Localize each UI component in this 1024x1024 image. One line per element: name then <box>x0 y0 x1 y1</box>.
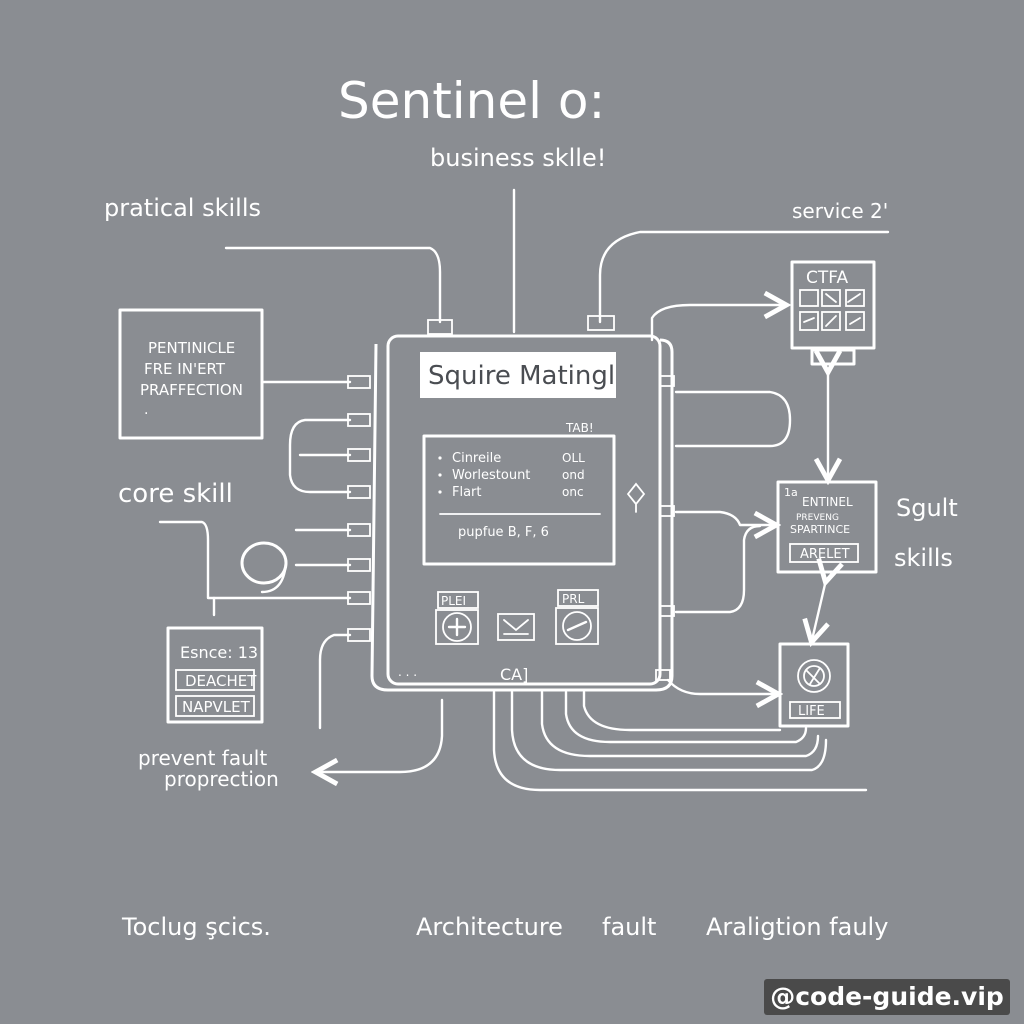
minus-icon <box>566 620 588 632</box>
footer-left: Toclug şcics. <box>121 913 271 941</box>
napvlet-label: NAPVLET <box>182 698 251 716</box>
top-left-connector <box>427 319 453 335</box>
screen-tag: TAB! <box>565 421 594 435</box>
label-skills: skills <box>894 544 953 572</box>
diagram-subtitle: business sklle! <box>430 144 606 172</box>
diagram-title: Sentinel o: <box>338 72 605 130</box>
footer-fault: fault <box>602 913 656 941</box>
sentinel-panel: 1a ENTINEL PREVENG SPARTINCE ARELET <box>776 480 878 574</box>
svg-text:.: . <box>144 402 148 418</box>
deachet-label: DEACHET <box>185 672 257 690</box>
sentinel-line3: SPARTINCE <box>790 523 850 536</box>
sentinel-line2: PREVENG <box>796 513 839 523</box>
plus-button-label: PLEI <box>441 594 466 608</box>
screen-item-2-value: ond <box>562 468 585 482</box>
screen-item-1-value: OLL <box>562 451 585 465</box>
footer-right: Araligtion fauly <box>706 913 888 941</box>
left-info-box: PENTINICLE FRE IN'ERT PRAFFECTION . <box>118 308 264 440</box>
screen-item-3-value: onc <box>562 485 584 499</box>
left-box-line1: PENTINICLE <box>148 339 235 357</box>
device-dots: . . . <box>398 665 417 679</box>
label-sgult: Sgult <box>896 494 958 522</box>
left-box-line3: PRAFFECTION <box>140 381 243 399</box>
screen-item-1-label: Cinreile <box>452 451 501 466</box>
plus-icon <box>447 617 467 637</box>
small-box-title: Esnce: 13 <box>180 643 258 662</box>
main-device: Squire Matingl TAB! Cinreile OLL Worlest… <box>347 315 675 692</box>
label-core-skill: core skill <box>118 479 233 509</box>
device-header: Squire Matingl <box>428 361 615 391</box>
device-bottom-tag: CA] <box>500 665 528 684</box>
target-icon <box>805 667 821 685</box>
life-label: LIFE <box>798 704 825 719</box>
arelet-label: ARELET <box>800 547 850 562</box>
screen-footer: pupfue B, F, 6 <box>458 525 549 540</box>
watermark-badge: @code-guide.vip <box>764 979 1010 1015</box>
label-practical-skills: pratical skills <box>104 194 261 222</box>
arelet-button[interactable] <box>789 543 859 563</box>
ctfa-title: CTFA <box>806 268 848 288</box>
deachet-button[interactable] <box>175 669 255 691</box>
core-skill-circle <box>240 541 288 585</box>
label-proprection: proprection <box>164 767 279 791</box>
ctfa-panel: CTFA <box>790 260 876 366</box>
device-header-plate <box>420 352 616 398</box>
label-service: service 2' <box>792 199 888 223</box>
left-box-line2: FRE IN'ERT <box>144 360 226 378</box>
status-light-icon <box>626 482 646 513</box>
mail-button[interactable] <box>497 613 535 641</box>
label-prevent-fault: prevent fault <box>138 746 267 770</box>
screen-item-2-label: Worlestount <box>452 468 530 483</box>
sentinel-corner: 1a <box>784 486 798 499</box>
screen-item-3-label: Flart <box>452 485 482 500</box>
footer-architecture: Architecture <box>416 913 563 941</box>
left-connectors <box>347 375 371 642</box>
top-right-connector <box>587 315 615 331</box>
life-panel: LIFE <box>778 642 850 728</box>
device-screen <box>422 434 616 566</box>
plus-button[interactable] <box>442 612 472 642</box>
minus-button-label: PRL <box>562 592 585 606</box>
mail-icon <box>503 619 529 635</box>
small-control-box: Esnce: 13 DEACHET NAPVLET <box>166 626 264 724</box>
minus-button[interactable] <box>562 611 592 641</box>
sentinel-line1: ENTINEL <box>802 495 853 509</box>
napvlet-button[interactable] <box>175 695 255 717</box>
